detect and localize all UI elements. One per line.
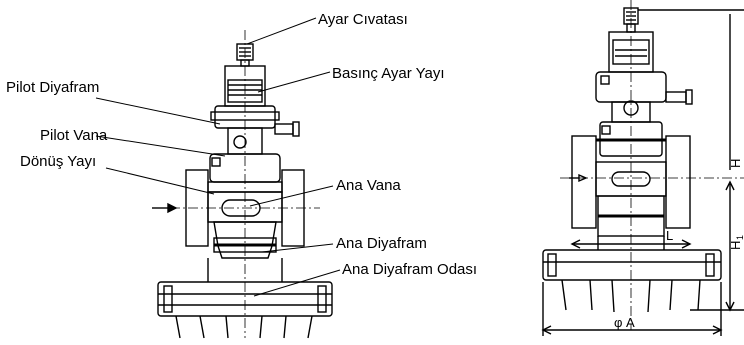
label-pilot-diyafram: Pilot Diyafram <box>6 79 99 96</box>
label-ana-diyafram-odasi: Ana Diyafram Odası <box>342 261 477 278</box>
dim-h1-subscript: 1 <box>735 235 744 240</box>
part-labels: Ayar Cıvatası Basınç Ayar Yayı Pilot Diy… <box>6 11 477 278</box>
label-ayar-civatasi: Ayar Cıvatası <box>318 11 408 28</box>
dim-l: L <box>666 228 673 243</box>
leader-lines <box>95 17 341 297</box>
label-pilot-vana: Pilot Vana <box>40 127 108 144</box>
dim-h1: H <box>728 241 743 250</box>
label-donus-yayi: Dönüş Yayı <box>20 153 96 170</box>
label-ana-diyafram: Ana Diyafram <box>336 235 427 252</box>
dim-h: H <box>728 159 743 168</box>
right-valve-drawing <box>541 0 744 336</box>
label-ana-vana: Ana Vana <box>336 177 401 194</box>
dimension-labels: H H 1 L φ A <box>614 159 744 330</box>
label-basinc-ayar-yayi: Basınç Ayar Yayı <box>332 65 445 82</box>
dim-phi-a: φ A <box>614 315 635 330</box>
left-valve-drawing <box>152 30 333 339</box>
